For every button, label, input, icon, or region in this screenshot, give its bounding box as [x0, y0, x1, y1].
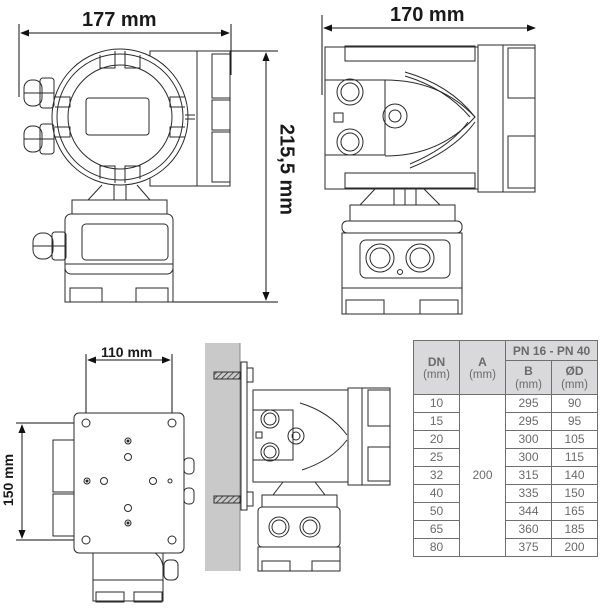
table-row: 65 360 185	[413, 520, 598, 539]
cell-dn: 80	[413, 538, 460, 557]
dimension-hole-horizontal: 110 mm	[101, 344, 153, 360]
header-dn-label: DN	[427, 354, 446, 369]
side-view-transmitter	[321, 15, 536, 315]
cell-b: 315	[505, 466, 552, 485]
wall-mounted-side-view	[205, 343, 391, 572]
cell-dn: 20	[413, 430, 460, 449]
cell-dn: 15	[413, 412, 460, 431]
cell-b: 300	[505, 448, 552, 467]
cell-dn: 65	[413, 520, 460, 539]
cell-b: 375	[505, 538, 552, 557]
header-b-unit: (mm)	[515, 378, 542, 391]
header-a-unit: (mm)	[469, 368, 496, 381]
dimension-front-width: 177 mm	[82, 9, 157, 31]
table-row: 15 295 95	[413, 412, 598, 431]
cell-dn: 50	[413, 502, 460, 521]
dimension-side-width: 170 mm	[390, 4, 465, 26]
dimension-hole-vertical: 150 mm	[0, 453, 16, 507]
table-row: 20 300 105	[413, 430, 598, 449]
table-row: 25 300 115	[413, 448, 598, 467]
cell-d: 140	[551, 466, 598, 485]
rear-mounting-plate-view	[16, 354, 195, 603]
cell-b: 295	[505, 412, 552, 431]
cell-d: 165	[551, 502, 598, 521]
cell-b: 300	[505, 430, 552, 449]
cell-b: 295	[505, 394, 552, 413]
table-row: 80 375 200	[413, 538, 598, 557]
table-row: 32 315 140	[413, 466, 598, 485]
cell-dn: 32	[413, 466, 460, 485]
header-a: A (mm)	[459, 340, 506, 395]
dimension-height: 215,5 mm	[275, 123, 298, 216]
header-b: B (mm)	[505, 360, 552, 395]
cell-d: 150	[551, 484, 598, 503]
cell-d: 200	[551, 538, 598, 557]
cell-d: 90	[551, 394, 598, 413]
front-view-transmitter	[18, 24, 278, 303]
cell-b: 360	[505, 520, 552, 539]
cell-d: 105	[551, 430, 598, 449]
table-row: 10 200 295 90	[413, 394, 598, 557]
header-pressure-group: PN 16 - PN 40	[505, 340, 598, 361]
flange-dimensions-table: DN (mm) A (mm) PN 16 - PN 40 B (mm) ØD (…	[413, 340, 598, 557]
cell-dn: 40	[413, 484, 460, 503]
table-row: 50 344 165	[413, 502, 598, 521]
header-d-label: ØD	[565, 363, 584, 378]
header-b-label: B	[524, 363, 533, 378]
cell-d: 115	[551, 448, 598, 467]
cell-d: 185	[551, 520, 598, 539]
cell-b: 344	[505, 502, 552, 521]
cell-b: 335	[505, 484, 552, 503]
table-row: 40 335 150	[413, 484, 598, 503]
cell-dn: 25	[413, 448, 460, 467]
cell-dn: 10	[413, 394, 460, 413]
cell-d: 95	[551, 412, 598, 431]
header-dn: DN (mm)	[413, 340, 460, 395]
header-d: ØD (mm)	[551, 360, 598, 395]
header-dn-unit: (mm)	[423, 368, 450, 381]
cell-a-merged: 200	[459, 394, 506, 557]
header-a-label: A	[478, 354, 487, 369]
header-d-unit: (mm)	[561, 378, 588, 391]
